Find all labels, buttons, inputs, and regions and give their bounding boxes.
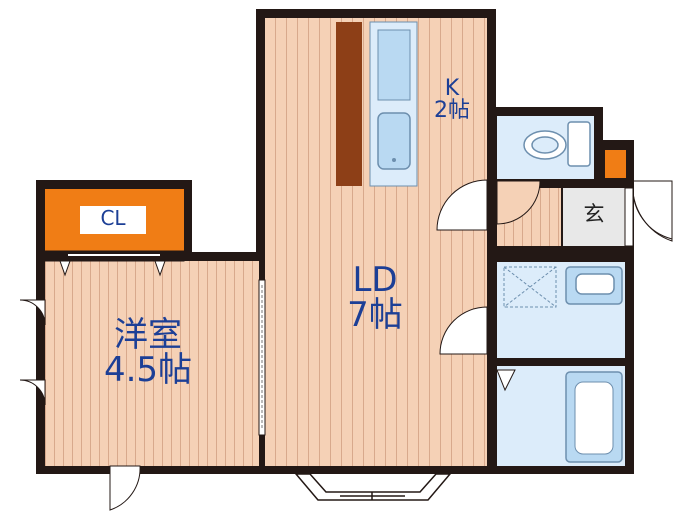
sink-drain [392, 158, 396, 162]
kitchen-name: K [444, 76, 460, 101]
western-room-name: 洋室 [114, 315, 182, 355]
kitchen-sink [377, 112, 411, 170]
wall-bath-top [488, 358, 634, 366]
living-dining-label: LD 7帖 [320, 263, 430, 332]
kitchen-counter [336, 22, 362, 186]
closet-label-box [80, 206, 146, 234]
kitchen-label: K 2帖 [424, 76, 480, 124]
living-dining-name: LD [352, 260, 398, 300]
wall-washroom-top [488, 246, 634, 262]
bathtub-inner [574, 381, 614, 455]
toilet [523, 121, 591, 167]
closet-label: CL [100, 206, 126, 230]
entrance-door [624, 187, 634, 247]
doors [19, 179, 673, 511]
living-dining-size: 7帖 [347, 294, 403, 335]
entrance-label: 玄 [583, 202, 605, 226]
closet-doors [44, 250, 185, 277]
western-room-floor [45, 261, 259, 466]
entrance-floor [563, 188, 625, 246]
western-room-size: 4.5帖 [103, 349, 193, 390]
stove [377, 29, 411, 101]
bay-window [294, 473, 452, 501]
western-room-label: 洋室 4.5帖 [88, 318, 208, 387]
washing-machine-space [503, 266, 557, 308]
wash-basin [565, 266, 623, 305]
shoe-box [605, 150, 626, 178]
kitchen-size: 2帖 [434, 98, 470, 124]
